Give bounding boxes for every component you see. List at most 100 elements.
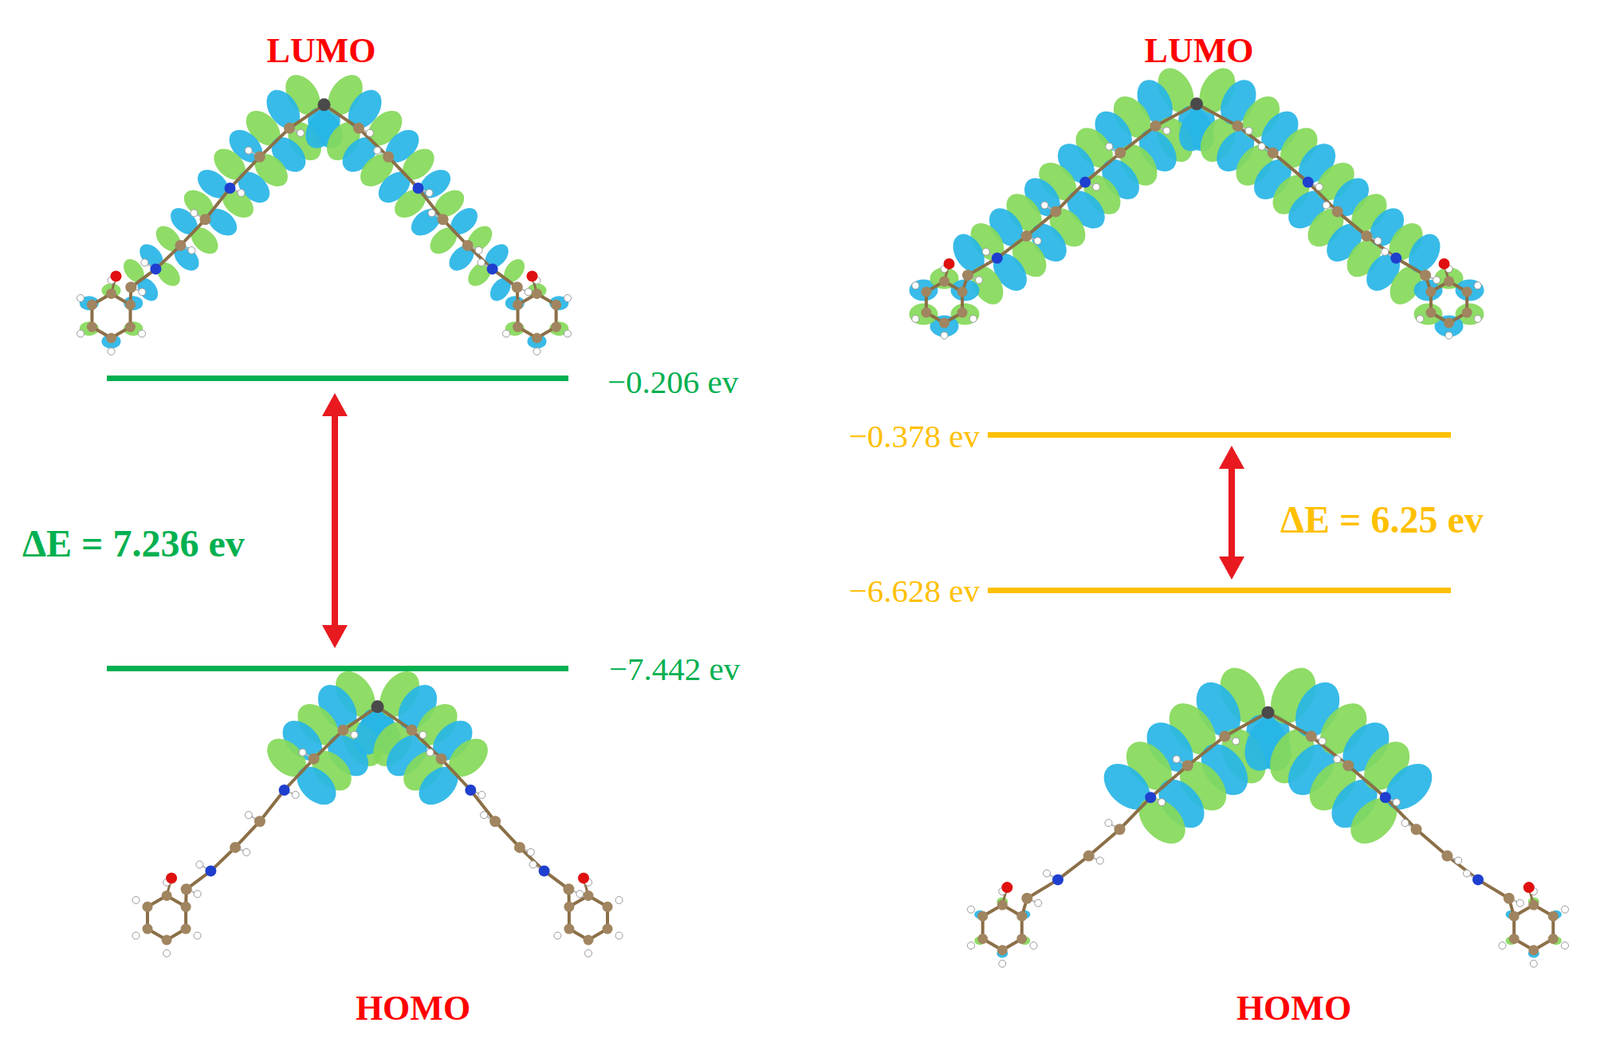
molecule [132,664,623,958]
hydrogen-atom [912,314,920,323]
orbital-title: LUMO [267,31,377,71]
carbon-atom [602,901,614,913]
hydrogen-atom [291,790,299,799]
carbon-atom [1548,911,1559,922]
hydrogen-atom [1529,959,1538,968]
arrow-head [322,393,348,417]
hydrogen-atom [1034,899,1042,907]
hydrogen-atom [1315,183,1323,191]
carbon-atom [1528,900,1539,911]
benzene-ring [926,281,963,323]
hydrogen-atom [1096,857,1104,865]
hydrogen-atom [1033,237,1042,245]
benzene-ring [569,895,608,940]
carbon-atom [602,923,614,935]
bond [324,104,519,305]
oxygen-atom [1001,881,1013,893]
nitrogen-atom [1079,176,1091,189]
hydrogen-atom [615,931,623,940]
bond [130,104,325,305]
hydrogen-atom [1029,942,1038,950]
hydrogen-atom [478,790,486,799]
carbon-atom [254,151,266,163]
carbon-atom [1261,706,1275,720]
orbital-lobes [79,68,569,349]
hydrogen-atom [373,146,382,154]
carbon-atom [106,288,117,299]
carbon-atom [550,299,562,311]
carbon-atom [1548,933,1559,944]
hydrogen-atom [141,259,149,267]
carbon-atom [1114,823,1126,835]
hydrogen-atom [967,942,975,950]
atoms [912,97,1482,339]
oxygen-atom [1438,258,1451,270]
carbon-atom [1360,230,1372,242]
hydrogen-atom [77,330,85,338]
bond [185,706,378,907]
bond [1022,712,1269,917]
orbital-lobe [1341,788,1406,853]
carbon-atom [180,901,192,913]
oxygen-atom [526,270,539,282]
benzene-ring [147,895,186,940]
carbon-atom [1503,892,1515,905]
hydrogen-atom [1333,755,1341,763]
nitrogen-atom [1144,791,1156,803]
carbon-atom [962,269,974,281]
carbon-atom [512,299,523,311]
energy-value: −6.628 ev [849,573,980,610]
carbon-atom [142,901,154,913]
carbon-atom [939,318,950,329]
benzene-ring [518,293,557,339]
carbon-atom [1332,205,1344,217]
carbon-atom [1305,731,1317,743]
hydrogen-atom [940,331,948,339]
atoms [967,706,1569,968]
carbon-atom [920,307,932,319]
carbon-atom [1462,307,1473,319]
benzene-ring [91,293,130,339]
carbon-atom [382,151,394,163]
hydrogen-atom [475,246,483,254]
hydrogen-atom [1381,247,1389,256]
homo-level [106,665,569,672]
carbon-atom [1016,911,1027,922]
orbital-lobe [123,295,143,311]
molecule [909,62,1485,340]
arrow-shaft [331,409,339,632]
carbon-atom [1016,933,1027,944]
hydrogen-atom [969,314,977,323]
nitrogen-atom [538,864,551,877]
hydrogen-atom [1257,142,1266,150]
carbon-atom [562,883,574,895]
carbon-atom [977,933,988,944]
carbon-atom [957,286,968,298]
carbon-atom [550,322,562,333]
hydrogen-atom [1392,798,1400,806]
carbon-atom [1419,269,1431,281]
hydrogen-atom [1245,126,1253,134]
carbon-atom [1443,318,1455,329]
hydrogen-atom [564,294,572,303]
hydrogen-atom [1158,798,1166,806]
arrow-shaft [1228,462,1235,563]
carbon-atom [142,923,154,935]
carbon-atom [125,322,136,333]
nitrogen-atom [149,263,162,275]
carbon-atom [997,944,1008,956]
arrow-head [322,625,348,649]
oxygen-atom [110,270,122,282]
nitrogen-atom [224,182,236,194]
carbon-atom [1342,759,1354,771]
orbital-lobes [974,660,1562,958]
hydrogen-atom [1463,869,1471,877]
hydrogen-atom [138,330,146,338]
carbon-atom [531,333,543,344]
hydrogen-atom [419,731,427,739]
hydrogen-atom [982,247,990,256]
hydrogen-atom [1445,331,1453,339]
carbon-atom [489,815,501,827]
orbital-lobe [1455,279,1485,302]
orbital-lobe [1130,788,1195,853]
